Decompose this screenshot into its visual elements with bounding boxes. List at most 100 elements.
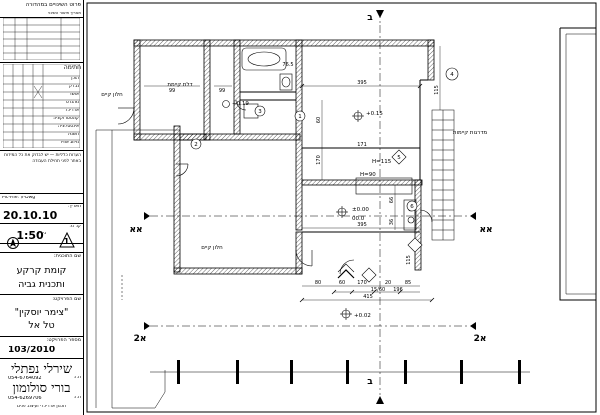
architect-1-id-label: ת.ז: <box>73 376 81 380</box>
section-markers <box>144 10 476 404</box>
label-existing-stairs: מדרגות קיימות <box>453 130 487 136</box>
section-lines <box>150 10 470 395</box>
title-block: פרוט השינויים במהדורה תאריך תיאור השינוי… <box>0 0 84 415</box>
sheet-label: גיליון <box>37 232 46 236</box>
project-label: שם הפרויקט: <box>52 297 81 302</box>
revision-subheader: תאריך תיאור השינוי <box>48 11 81 15</box>
exterior-walls <box>133 39 435 275</box>
date-label: תאריך: <box>67 205 81 209</box>
approval-role: הוכן <box>71 77 79 81</box>
architect-2-phone: 054-6269706 <box>8 396 42 401</box>
sheet-marker-icon <box>59 231 75 248</box>
approvals-table <box>3 64 80 148</box>
svg-text:N: N <box>12 237 14 241</box>
tag-4: 4 <box>450 72 454 78</box>
section-label-b-top: ב <box>367 13 373 23</box>
dim-chain-2: 60 <box>339 280 345 286</box>
dimension-ticks <box>299 83 435 303</box>
dim-left-2: 99 <box>169 88 175 94</box>
level-plus-015: +0.15 <box>366 111 383 117</box>
file-label: Pic-File: \r-Dwg <box>2 196 36 200</box>
dimension-lines <box>144 46 441 301</box>
existing-stairs <box>431 109 455 241</box>
architect-2-id-label: ת.ז: <box>73 396 81 400</box>
architect-1-name: שירלי נפתלי <box>10 363 73 376</box>
general-notes: הערות כלליות — יש לבדוק את כל המידות באת… <box>4 153 81 164</box>
sheet-border <box>86 2 597 413</box>
floor-plan: אא אא א2 א2 ב ב חלון קיים דלת קיימת חלון… <box>86 2 597 413</box>
dim-chain-1: 80 <box>315 280 321 286</box>
dim-overall: 415 <box>363 294 373 300</box>
dim-v5: 66 <box>389 197 395 203</box>
dim-left-3: 76.5 <box>282 62 293 68</box>
approval-role: אינסטלציה <box>58 125 79 129</box>
section-label-b-bottom: ב <box>367 377 373 387</box>
approval-role: קונסטרוקציה <box>53 117 79 121</box>
approval-role: מהנדס <box>65 101 79 105</box>
tag-6: 6 <box>410 204 414 210</box>
section-label-a2-left: א2 <box>134 334 147 344</box>
project-number: 103/2010 <box>8 346 56 355</box>
revision-header: פרוט השינויים במהדורה <box>25 3 81 8</box>
sheet-number: 1 <box>63 238 70 246</box>
architect-1-phone: 054-6764092 <box>8 376 42 381</box>
approval-role: אדריכל <box>65 109 79 113</box>
project-name-line-2: טל אל <box>28 321 55 331</box>
level-markers <box>222 100 364 320</box>
label-existing-window-2: חלון קיים <box>201 244 223 251</box>
drawing-name-line-1: קומת קרקע <box>16 266 67 276</box>
ref-mark: 00.0 <box>352 216 365 222</box>
section-label-a2-right: א2 <box>474 334 487 344</box>
door-swings <box>117 99 433 275</box>
dim-left-1: 99 <box>219 88 225 94</box>
bath-fixtures <box>241 47 293 119</box>
element-tags <box>190 67 459 283</box>
drawing-date: 20.10.10 <box>3 210 57 221</box>
adjacent-building <box>559 27 596 301</box>
section-label-a-right: אא <box>479 225 492 235</box>
dim-sub: 15/60 <box>371 287 385 293</box>
dim-top-2: 171 <box>357 142 367 148</box>
tag-1: 1 <box>298 114 302 120</box>
project-number-label: מספר הפרויקט: <box>46 338 81 343</box>
level-plus-002: +0.02 <box>354 313 371 319</box>
dim-v4: 115 <box>406 255 412 265</box>
existing-boundary <box>95 129 180 409</box>
tag-2: 2 <box>194 142 198 148</box>
approvals-header: חתימה <box>63 65 81 71</box>
approval-role: מיזוג אוויר <box>59 141 79 145</box>
tag-3: 3 <box>258 109 262 115</box>
approval-role: נבדק <box>68 85 79 89</box>
revision-table <box>3 18 80 60</box>
height-mark-90: H=90 <box>360 172 376 178</box>
north-arrow-icon: N <box>7 237 19 249</box>
architect-2-name: בורי סולומון <box>12 382 71 395</box>
project-name-line-1: "צימר יוסקין" <box>14 308 69 318</box>
dim-v2: 60 <box>316 117 322 123</box>
dim-chain-5: 85 <box>405 280 411 286</box>
dim-v3: 170 <box>316 155 322 165</box>
approval-role: אושר <box>69 93 79 97</box>
dim-top-1: 395 <box>357 80 367 86</box>
dim-v1: 115 <box>434 85 440 95</box>
label-existing-door: דלת קיימת <box>167 81 192 88</box>
tag-5: 5 <box>397 155 401 161</box>
drawing-scale: 1:50 <box>16 230 44 241</box>
scale-label: קנ"מ: <box>69 225 81 229</box>
dim-chain-3: 170 <box>357 280 367 286</box>
section-label-a-left: אא <box>129 225 142 235</box>
dim-chain-4: 20 <box>385 280 391 286</box>
approval-role: חשמל <box>67 133 79 137</box>
dim-mid-1: 395 <box>357 222 367 228</box>
dim-v6: 36 <box>389 219 395 225</box>
tag-numbers: 4 3 1 2 6 5 <box>194 72 454 210</box>
level-plus-019: +0.19 <box>232 101 249 107</box>
entry-arrow-icon <box>337 269 355 279</box>
office-footer: תכנון אדריכלי ועיצוב פנים <box>17 405 66 409</box>
dim-sub-2: 196 <box>393 287 403 293</box>
drawing-name-label: שם התוכנית: <box>53 254 81 259</box>
level-0: ±0.00 <box>352 207 369 213</box>
height-mark-115: H=115 <box>372 159 392 165</box>
label-existing-window-1: חלון קיים <box>101 91 123 98</box>
